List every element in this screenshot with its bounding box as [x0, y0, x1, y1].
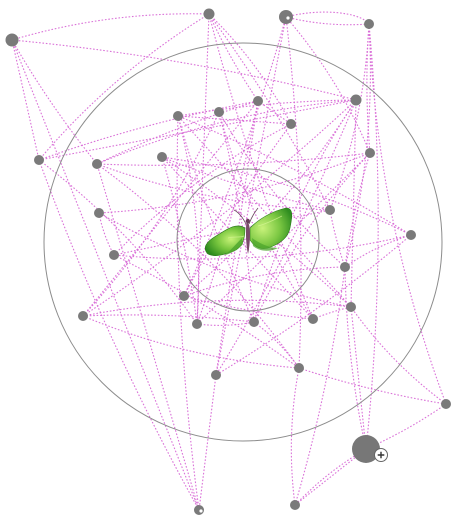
graph-node[interactable] [351, 95, 362, 106]
graph-node[interactable] [294, 363, 304, 373]
outer-ring [44, 43, 442, 441]
graph-node[interactable] [92, 159, 102, 169]
graph-edge [99, 213, 351, 307]
graph-edge [345, 267, 366, 449]
graph-edge [291, 368, 299, 505]
graph-node[interactable] [109, 250, 119, 260]
graph-edge [199, 375, 216, 510]
graph-node[interactable] [204, 9, 215, 20]
graph-edge [219, 112, 254, 322]
graph-edge [216, 235, 411, 375]
graph-node[interactable] [290, 500, 300, 510]
graph-edge [254, 322, 299, 368]
graph-edge [286, 17, 369, 25]
edge-layer [12, 12, 446, 510]
graph-node[interactable] [211, 370, 221, 380]
graph-node[interactable] [194, 505, 204, 515]
graph-edge [184, 100, 356, 296]
graph-edge [39, 14, 209, 160]
graph-node[interactable] [179, 291, 189, 301]
graph-edge [12, 40, 199, 510]
graph-edge [184, 296, 313, 319]
graph-node[interactable] [6, 34, 19, 47]
graph-node[interactable] [192, 319, 202, 329]
graph-node[interactable] [364, 19, 374, 29]
graph-edge [12, 14, 209, 40]
graph-edge [345, 153, 370, 267]
graph-edge [351, 307, 366, 449]
graph-edge [83, 316, 299, 368]
graph-edge [313, 307, 351, 319]
graph-edge [366, 24, 378, 449]
graph-node[interactable] [34, 155, 44, 165]
graph-node[interactable] [249, 317, 259, 327]
graph-node[interactable] [279, 10, 293, 24]
graph-edge [39, 160, 197, 324]
graph-edge [39, 160, 199, 510]
graph-edge [330, 24, 369, 210]
graph-edge [351, 307, 446, 404]
graph-node[interactable] [308, 314, 318, 324]
graph-edge [39, 100, 356, 160]
graph-edge [330, 210, 345, 267]
graph-edge [97, 100, 356, 164]
graph-edge [83, 315, 254, 322]
node-marker-dot [199, 509, 202, 512]
graph-node[interactable] [325, 205, 335, 215]
graph-edge [369, 24, 446, 404]
graph-edge [184, 17, 286, 296]
graph-edge [345, 24, 370, 267]
graph-edge [178, 116, 291, 124]
graph-edge [12, 40, 39, 160]
node-marker-dot [286, 16, 289, 19]
graph-edge [99, 213, 114, 255]
graph-edge [97, 164, 199, 510]
graph-node[interactable] [441, 399, 451, 409]
graph-node[interactable] [340, 262, 350, 272]
graph-edge [286, 17, 301, 368]
graph-node[interactable] [406, 230, 416, 240]
graph-edge [114, 255, 299, 368]
graph-edge [12, 40, 356, 100]
expand-button[interactable] [375, 449, 388, 462]
graph-node[interactable] [365, 148, 375, 158]
graph-edge [39, 101, 258, 160]
graph-node[interactable] [346, 302, 356, 312]
graph-edge [254, 100, 356, 322]
graph-edge [209, 14, 258, 101]
graph-node[interactable] [157, 152, 167, 162]
graph-edge [286, 12, 369, 24]
graph-node[interactable] [253, 96, 263, 106]
graph-node[interactable] [78, 311, 88, 321]
graph-node[interactable] [173, 111, 183, 121]
graph-edge [97, 164, 299, 368]
graph-edge [286, 17, 370, 153]
graph-node[interactable] [214, 107, 224, 117]
graph-node[interactable] [94, 208, 104, 218]
graph-node[interactable] [286, 119, 296, 129]
graph-edge [351, 100, 356, 307]
graph-edge [197, 322, 254, 325]
